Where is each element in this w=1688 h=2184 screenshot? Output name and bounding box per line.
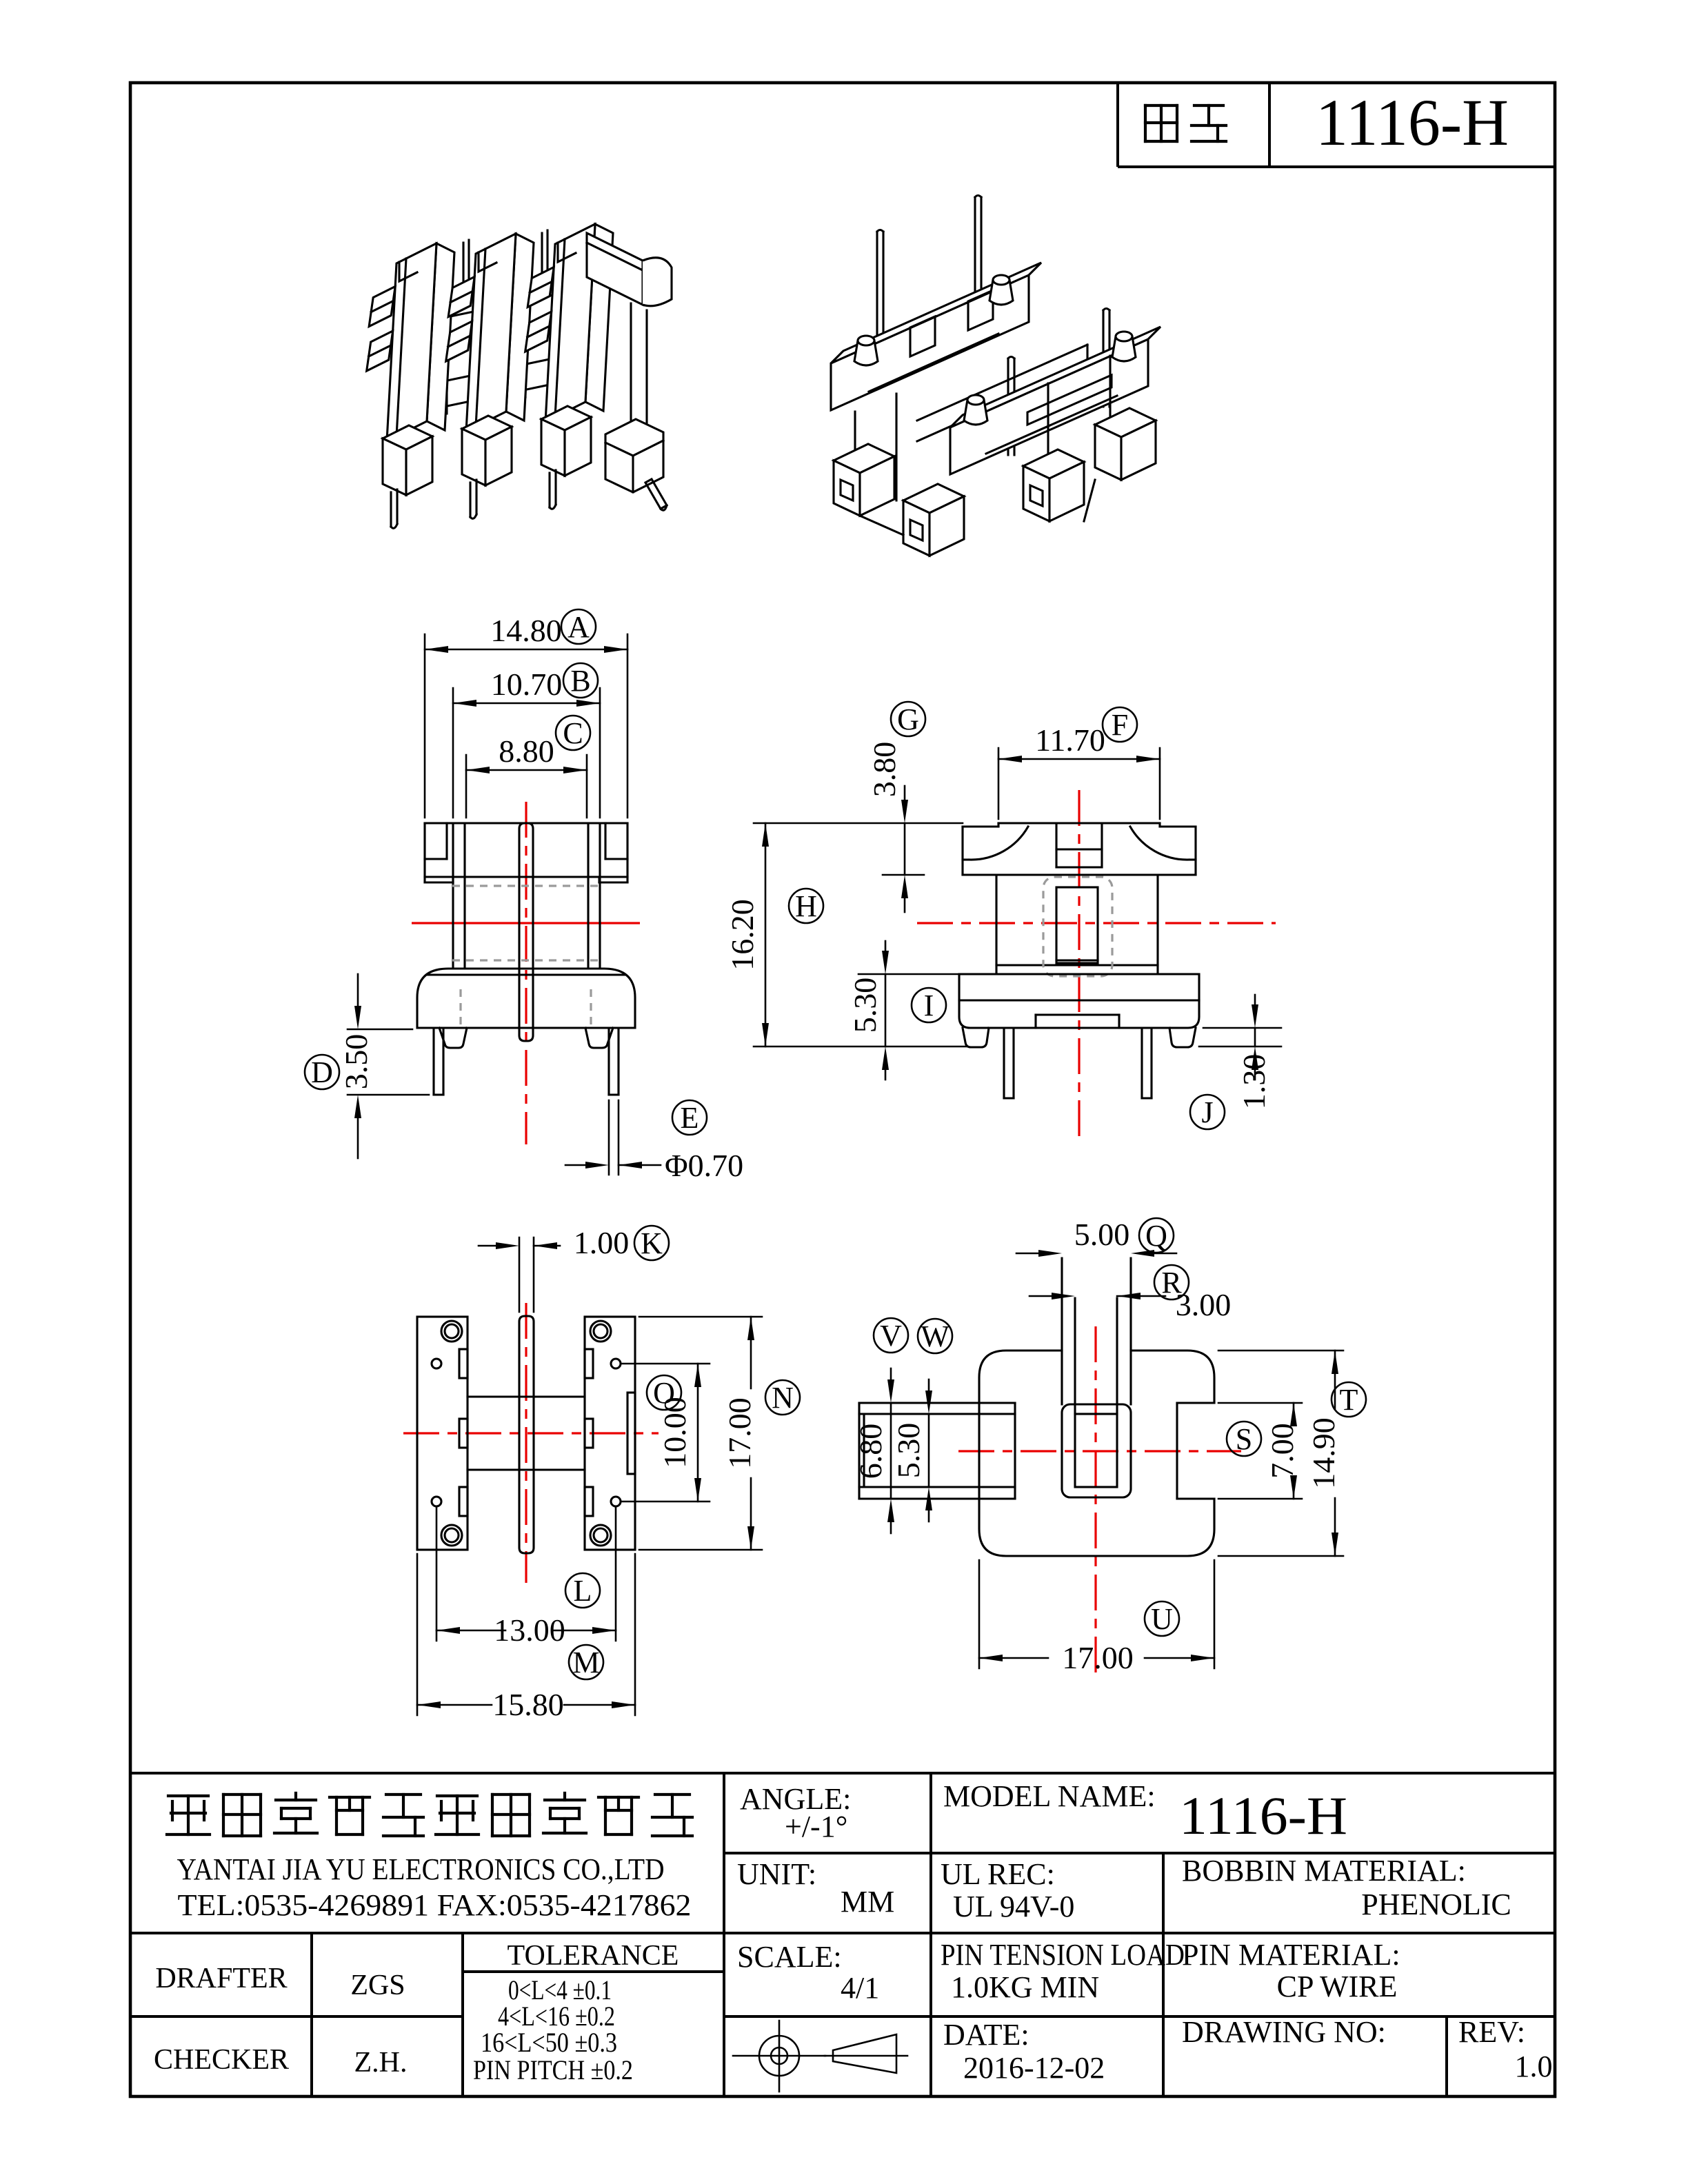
- svg-text:Z.H.: Z.H.: [354, 2047, 408, 2079]
- svg-text:ANGLE:: ANGLE:: [740, 1782, 851, 1816]
- svg-text:YANTAI JIA YU ELECTRONICS CO.,: YANTAI JIA YU ELECTRONICS CO.,LTD: [177, 1852, 665, 1886]
- svg-text:17.00: 17.00: [722, 1397, 757, 1469]
- svg-text:DRAFTER: DRAFTER: [155, 1963, 287, 1994]
- svg-text:ZGS: ZGS: [350, 1970, 405, 2001]
- svg-text:6.80: 6.80: [853, 1424, 888, 1479]
- svg-text:UNIT:: UNIT:: [737, 1857, 816, 1891]
- svg-text:Q: Q: [1145, 1219, 1167, 1253]
- svg-text:N: N: [772, 1381, 794, 1415]
- svg-text:+/-1°: +/-1°: [785, 1810, 847, 1843]
- svg-text:16.20: 16.20: [725, 899, 760, 971]
- svg-text:1.0: 1.0: [1515, 2050, 1553, 2083]
- svg-text:2016-12-02: 2016-12-02: [963, 2051, 1105, 2085]
- svg-text:15.80: 15.80: [492, 1687, 564, 1722]
- svg-text:PIN TENSION LOAD: PIN TENSION LOAD: [941, 1938, 1185, 1972]
- svg-text:5.00: 5.00: [1074, 1217, 1130, 1252]
- svg-text:16<L<50 ±0.3: 16<L<50 ±0.3: [481, 2027, 617, 2058]
- svg-text:11.70: 11.70: [1035, 722, 1105, 758]
- svg-text:M: M: [572, 1646, 599, 1679]
- svg-text:J: J: [1201, 1095, 1213, 1129]
- svg-text:U: U: [1151, 1602, 1173, 1636]
- svg-text:PIN PITCH ±0.2: PIN PITCH ±0.2: [473, 2054, 633, 2085]
- svg-text:F: F: [1112, 708, 1128, 742]
- svg-text:H: H: [795, 889, 817, 923]
- svg-text:DRAWING NO:: DRAWING NO:: [1182, 2015, 1386, 2049]
- svg-text:5.30: 5.30: [891, 1423, 926, 1479]
- svg-text:7.00: 7.00: [1265, 1423, 1300, 1479]
- svg-text:4/1: 4/1: [841, 1971, 879, 2005]
- svg-text:PIN MATERIAL:: PIN MATERIAL:: [1182, 1938, 1400, 1972]
- svg-text:14.80: 14.80: [490, 613, 562, 648]
- svg-text:10.70: 10.70: [491, 667, 563, 702]
- svg-text:K: K: [641, 1226, 663, 1260]
- svg-text:UL 94V-0: UL 94V-0: [953, 1890, 1074, 1923]
- svg-text:A: A: [567, 610, 590, 644]
- svg-text:8.80: 8.80: [499, 734, 554, 769]
- svg-text:1.0KG MIN: 1.0KG MIN: [951, 1970, 1099, 2004]
- svg-text:0<L<4 ±0.1: 0<L<4 ±0.1: [508, 1974, 612, 2005]
- svg-text:1116-H: 1116-H: [1179, 1786, 1347, 1846]
- svg-text:E: E: [681, 1101, 699, 1135]
- svg-text:D: D: [311, 1055, 333, 1089]
- svg-text:1.30: 1.30: [1236, 1054, 1272, 1110]
- svg-text:14.90: 14.90: [1306, 1417, 1341, 1489]
- svg-text:CP WIRE: CP WIRE: [1277, 1970, 1398, 2003]
- svg-text:5.30: 5.30: [847, 978, 883, 1033]
- svg-text:UL REC:: UL REC:: [941, 1857, 1055, 1891]
- svg-text:SCALE:: SCALE:: [737, 1940, 842, 1974]
- svg-text:3.80: 3.80: [867, 742, 902, 798]
- svg-text:3.50: 3.50: [339, 1034, 374, 1090]
- svg-text:13.00: 13.00: [494, 1612, 565, 1648]
- svg-text:BOBBIN MATERIAL:: BOBBIN MATERIAL:: [1182, 1854, 1466, 1888]
- svg-text:V: V: [880, 1319, 902, 1353]
- svg-text:MM: MM: [841, 1885, 894, 1919]
- svg-text:TOLERANCE: TOLERANCE: [508, 1940, 679, 1972]
- svg-text:1116-H: 1116-H: [1316, 85, 1509, 159]
- svg-text:W: W: [921, 1320, 950, 1353]
- svg-text:C: C: [563, 716, 583, 750]
- svg-text:S: S: [1236, 1422, 1252, 1456]
- svg-text:B: B: [570, 664, 590, 698]
- svg-text:4<L<16 ±0.2: 4<L<16 ±0.2: [498, 2001, 615, 2032]
- svg-text:R: R: [1161, 1266, 1182, 1300]
- svg-text:CHECKER: CHECKER: [154, 2044, 289, 2076]
- svg-text:REV:: REV:: [1458, 2015, 1525, 2049]
- svg-text:TEL:0535-4269891 FAX:0535-4: TEL:0535-4269891 FAX:0535-4217862: [178, 1888, 692, 1922]
- svg-text:O: O: [653, 1376, 675, 1410]
- svg-text:MODEL NAME:: MODEL NAME:: [943, 1779, 1156, 1813]
- svg-text:G: G: [897, 702, 919, 736]
- svg-text:17.00: 17.00: [1062, 1640, 1134, 1675]
- svg-text:10.00: 10.00: [657, 1397, 692, 1468]
- svg-text:PHENOLIC: PHENOLIC: [1361, 1888, 1511, 1921]
- svg-text:T: T: [1340, 1383, 1358, 1417]
- svg-text:L: L: [574, 1574, 592, 1608]
- svg-text:Φ0.70: Φ0.70: [665, 1148, 743, 1183]
- svg-text:DATE:: DATE:: [943, 2018, 1029, 2052]
- svg-text:3.00: 3.00: [1176, 1287, 1232, 1322]
- svg-text:I: I: [924, 989, 934, 1022]
- svg-text:1.00: 1.00: [574, 1225, 630, 1260]
